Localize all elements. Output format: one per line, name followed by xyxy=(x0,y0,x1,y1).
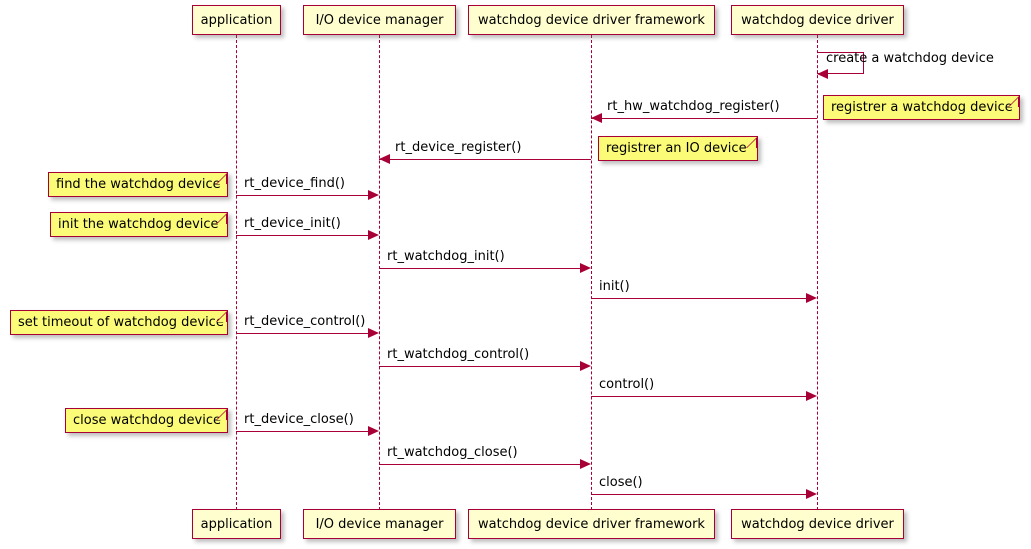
message-label-rt-device-init: rt_device_init() xyxy=(244,216,341,231)
lifeline-application xyxy=(236,35,237,510)
note-text: registrer a watchdog device xyxy=(831,100,1013,115)
message-label-close: close() xyxy=(599,475,643,490)
message-line-rt-watchdog-control xyxy=(379,366,580,367)
message-line-rt-device-register xyxy=(379,159,591,160)
message-line-rt-device-find xyxy=(236,195,368,196)
note-text: find the watchdog device xyxy=(56,177,221,192)
note-register-an-io-device: registrer an IO device xyxy=(598,136,758,161)
message-line-control xyxy=(591,396,806,397)
participant-label: watchdog device driver framework xyxy=(478,516,705,532)
note-fold-icon xyxy=(216,173,227,184)
arrowhead-rt-device-find xyxy=(368,190,379,200)
arrowhead-close xyxy=(806,489,817,499)
message-line-rt-device-init xyxy=(236,235,368,236)
participant-label: application xyxy=(200,516,273,532)
note-fold-icon xyxy=(216,311,227,322)
message-label-rt-watchdog-init: rt_watchdog_init() xyxy=(387,249,505,264)
arrowhead-control xyxy=(806,391,817,401)
participant-watchdog-framework-top[interactable]: watchdog device driver framework xyxy=(468,5,715,35)
note-fold-icon xyxy=(746,137,757,148)
message-line-rt-watchdog-init xyxy=(379,268,580,269)
arrowhead-init xyxy=(806,293,817,303)
message-label-create-watchdog-device: create a watchdog device xyxy=(826,51,994,66)
message-label-rt-hw-watchdog-register: rt_hw_watchdog_register() xyxy=(607,99,780,114)
message-line-init xyxy=(591,298,806,299)
message-line-rt-hw-watchdog-register xyxy=(591,118,817,119)
message-label-control: control() xyxy=(599,377,655,392)
participant-watchdog-driver-bottom[interactable]: watchdog device driver xyxy=(731,509,904,539)
participant-watchdog-framework-bottom[interactable]: watchdog device driver framework xyxy=(468,509,715,539)
arrowhead-rt-watchdog-init xyxy=(580,263,591,273)
message-label-rt-device-control: rt_device_control() xyxy=(244,314,366,329)
message-line-rt-device-control xyxy=(236,333,368,334)
participant-label: watchdog device driver framework xyxy=(478,12,705,28)
participant-io-device-manager-top[interactable]: I/O device manager xyxy=(303,5,456,35)
participant-io-device-manager-bottom[interactable]: I/O device manager xyxy=(303,509,456,539)
note-fold-icon xyxy=(1008,96,1019,107)
message-label-rt-watchdog-close: rt_watchdog_close() xyxy=(387,445,518,460)
note-fold-icon xyxy=(216,409,227,420)
message-label-rt-device-find: rt_device_find() xyxy=(244,176,345,191)
participant-label: I/O device manager xyxy=(315,516,444,532)
arrowhead-rt-device-register xyxy=(379,154,390,164)
message-label-rt-device-close: rt_device_close() xyxy=(244,412,354,427)
participant-application-bottom[interactable]: application xyxy=(192,509,281,539)
lifeline-io-device-manager xyxy=(379,35,380,510)
participant-label: watchdog device driver xyxy=(741,516,894,532)
note-text: init the watchdog device xyxy=(58,217,219,232)
note-set-timeout-of-watchdog-device: set timeout of watchdog device xyxy=(10,310,228,335)
message-line-rt-device-close xyxy=(236,431,368,432)
participant-label: watchdog device driver xyxy=(741,12,894,28)
lifeline-watchdog-driver xyxy=(817,35,818,510)
lifeline-watchdog-framework xyxy=(591,35,592,510)
arrowhead-rt-watchdog-control xyxy=(580,361,591,371)
participant-watchdog-driver-top[interactable]: watchdog device driver xyxy=(731,5,904,35)
arrowhead-rt-device-close xyxy=(368,426,379,436)
participant-label: I/O device manager xyxy=(315,12,444,28)
note-text: set timeout of watchdog device xyxy=(18,315,224,330)
note-register-a-watchdog-device: registrer a watchdog device xyxy=(823,95,1020,120)
arrowhead-rt-hw-watchdog-register xyxy=(591,113,602,123)
arrowhead-rt-device-control xyxy=(368,328,379,338)
message-line-close xyxy=(591,494,806,495)
note-fold-icon xyxy=(216,213,227,224)
arrowhead-rt-watchdog-close xyxy=(580,459,591,469)
arrowhead-create-watchdog-device xyxy=(817,69,828,79)
note-text: registrer an IO device xyxy=(606,141,747,156)
arrowhead-rt-device-init xyxy=(368,230,379,240)
message-label-rt-watchdog-control: rt_watchdog_control() xyxy=(387,347,530,362)
message-label-rt-device-register: rt_device_register() xyxy=(395,140,522,155)
note-text: close watchdog device xyxy=(73,413,221,428)
self-message-create-watchdog-device xyxy=(817,52,864,74)
participant-label: application xyxy=(200,12,273,28)
note-close-watchdog-device: close watchdog device xyxy=(65,408,228,433)
message-line-rt-watchdog-close xyxy=(379,464,580,465)
message-label-init: init() xyxy=(599,279,630,294)
note-find-the-watchdog-device: find the watchdog device xyxy=(48,172,228,197)
participant-application-top[interactable]: application xyxy=(192,5,281,35)
note-init-the-watchdog-device: init the watchdog device xyxy=(50,212,228,237)
